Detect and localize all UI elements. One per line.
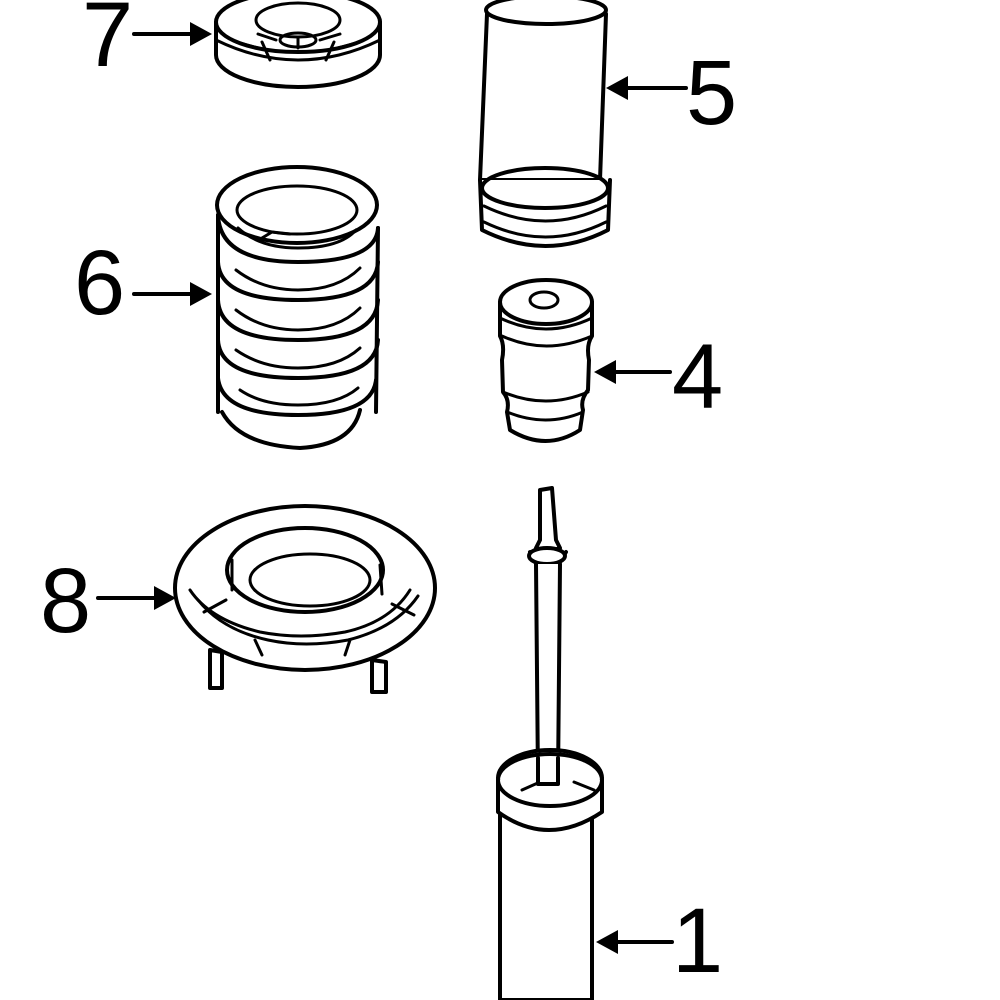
callout-arrows — [96, 22, 688, 954]
dust-boot — [478, 0, 612, 248]
callout-number-6: 6 — [74, 232, 125, 334]
callout-number-1: 1 — [672, 890, 723, 992]
callout-numbers: 7 5 6 4 8 1 — [40, 0, 737, 992]
callout-number-7: 7 — [82, 0, 133, 86]
callout-number-8: 8 — [40, 550, 91, 652]
lower-spring-mount — [173, 504, 437, 694]
callout-arrowhead-1 — [596, 930, 618, 954]
callout-arrowhead-5 — [606, 76, 628, 100]
strut-assembly — [496, 486, 604, 1000]
callout-number-5: 5 — [686, 42, 737, 144]
upper-spring-seat — [214, 0, 382, 89]
bump-stop — [498, 278, 594, 443]
callout-arrowhead-4 — [594, 360, 616, 384]
callout-arrowhead-8 — [154, 586, 176, 610]
coil-spring — [215, 165, 380, 450]
callout-arrowhead-6 — [190, 282, 212, 306]
callout-number-4: 4 — [672, 326, 723, 428]
callout-arrowhead-7 — [190, 22, 212, 46]
